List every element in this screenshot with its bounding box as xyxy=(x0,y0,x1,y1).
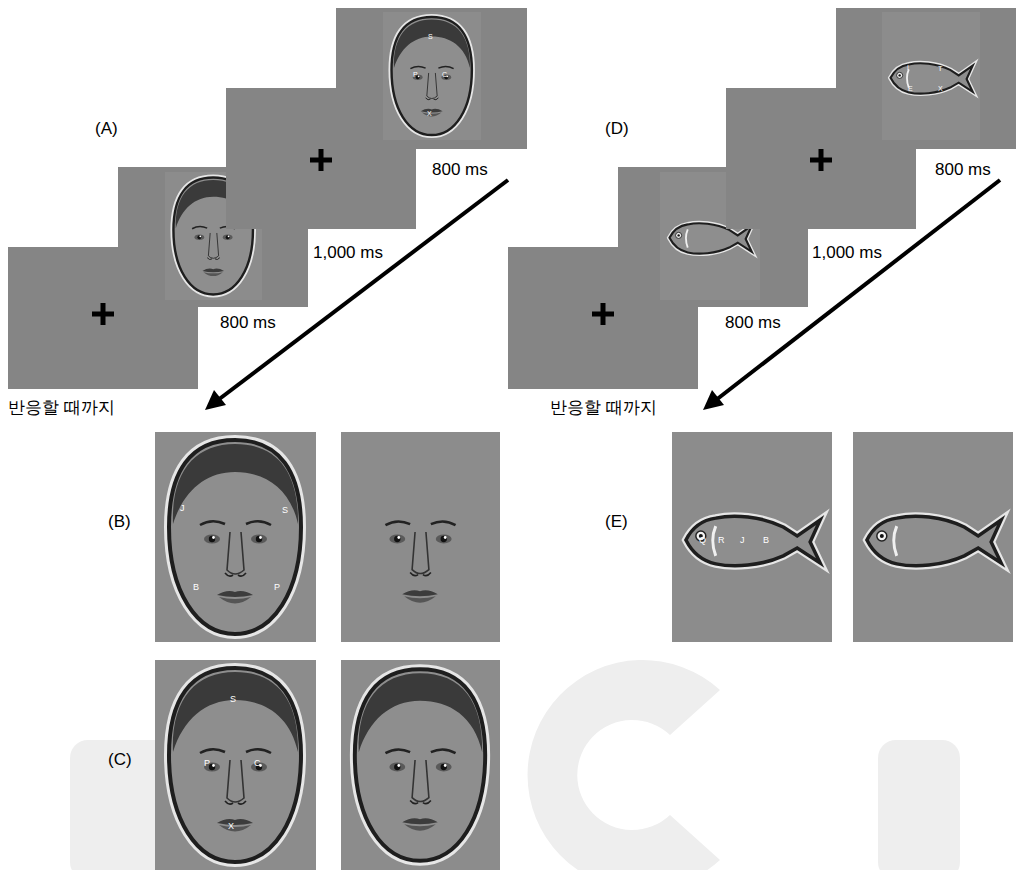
region-letter: P xyxy=(413,71,418,78)
stimulus-image: S P C X xyxy=(155,660,316,870)
region-letter: E xyxy=(908,85,913,92)
region-letter: Q xyxy=(699,536,706,545)
panel-letter: (B) xyxy=(108,512,131,532)
region-letter: X xyxy=(938,85,943,92)
region-letter: X xyxy=(228,822,234,831)
region-letter: C xyxy=(254,759,261,768)
timing-label: 반응할 때까지 xyxy=(8,398,115,418)
stimulus-image: S P C X xyxy=(383,12,481,140)
timing-label: 800 ms xyxy=(725,313,781,333)
timing-label: 800 ms xyxy=(220,313,276,333)
panel-letter: (C) xyxy=(108,750,132,770)
region-letter: S xyxy=(428,33,433,40)
trial-screens xyxy=(8,8,527,389)
timing-label: 800 ms xyxy=(432,160,488,180)
region-letter: X xyxy=(427,110,432,117)
region-letter: B xyxy=(193,583,199,592)
timing-label: 800 ms xyxy=(935,160,991,180)
region-letter: J xyxy=(180,504,185,513)
region-letter: S xyxy=(282,506,288,515)
region-letter: I xyxy=(907,64,909,71)
region-letter: S xyxy=(230,695,236,704)
region-letter: J xyxy=(740,536,745,545)
timing-label: 1,000 ms xyxy=(313,243,383,263)
sequence-arrow xyxy=(205,180,1000,410)
stimulus-image: QRJB xyxy=(672,432,832,642)
timing-label: 반응할 때까지 xyxy=(550,398,657,418)
panel-letter: (D) xyxy=(605,119,629,139)
timing-label: 1,000 ms xyxy=(812,243,882,263)
region-letter: R xyxy=(718,536,725,545)
region-letter: P xyxy=(274,583,280,592)
region-letter: P xyxy=(204,759,210,768)
stimulus-image: I T E X xyxy=(882,12,980,140)
watermark xyxy=(70,660,960,870)
stimulus-images xyxy=(155,432,1013,870)
trial-screens xyxy=(508,8,1016,389)
region-letter: C xyxy=(442,71,447,78)
region-letter: T xyxy=(938,65,942,72)
stimulus-image: J S B P xyxy=(155,432,316,642)
panel-letter: (E) xyxy=(605,512,628,532)
region-letter: B xyxy=(763,536,769,545)
panel-letter: (A) xyxy=(95,119,118,139)
